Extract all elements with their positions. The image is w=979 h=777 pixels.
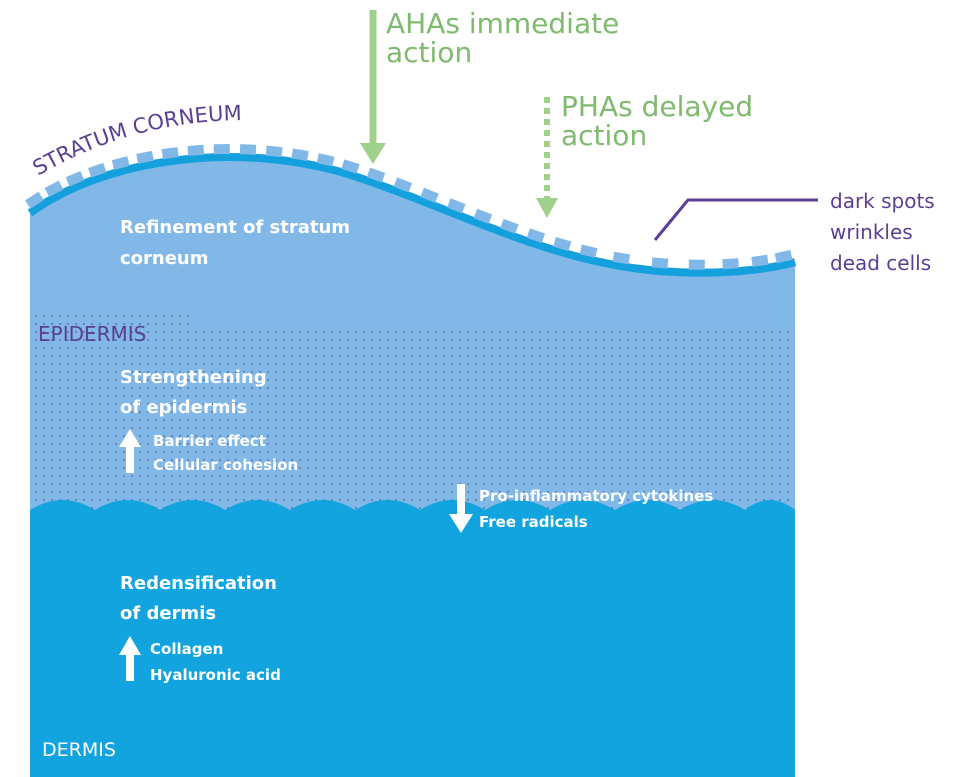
corneum-scale <box>265 145 283 158</box>
corneum-scale <box>651 257 669 269</box>
callout-line <box>653 198 818 241</box>
corneum-scale <box>500 218 519 234</box>
corneum-scale <box>446 198 466 214</box>
strengthening-line2: of epidermis <box>120 397 247 418</box>
redensification-line2: of dermis <box>120 603 216 624</box>
barrier-effect-text: Barrier effect <box>153 432 266 450</box>
corneum-scale <box>25 191 44 209</box>
corneum-scale <box>213 144 230 155</box>
corneum-scale <box>393 177 413 193</box>
corneum-scale <box>722 258 739 270</box>
corneum-scale <box>473 208 493 224</box>
corneum-scale <box>111 156 130 170</box>
aha-label-line2: action <box>386 36 472 69</box>
dermis-layer <box>30 500 795 777</box>
corneum-scale <box>44 180 64 197</box>
stratum-corneum-scales <box>25 144 793 270</box>
stratum-corneum-line <box>27 153 797 277</box>
corneum-scale <box>187 144 205 156</box>
pha-label-line1: PHAs delayed <box>561 90 753 123</box>
corneum-scale <box>688 259 705 270</box>
dermis-label: DERMIS <box>42 739 116 761</box>
corneum-scale <box>291 148 309 162</box>
hyaluronic-acid-text: Hyaluronic acid <box>150 666 281 684</box>
pro-inflammatory-text: Pro-inflammatory cytokines <box>479 487 713 505</box>
corneum-scale <box>579 244 598 258</box>
corneum-scale <box>161 147 179 160</box>
corneum-scale <box>136 150 154 164</box>
corneum-scale <box>316 153 335 167</box>
callout-item-dark-spots: dark spots <box>830 189 935 213</box>
cellular-cohesion-text: Cellular cohesion <box>153 456 298 474</box>
corneum-scale <box>774 249 793 264</box>
collagen-text: Collagen <box>150 640 223 658</box>
corneum-scale <box>751 254 769 267</box>
epidermis-dot-texture <box>30 312 795 520</box>
pha-arrow <box>536 97 558 218</box>
aha-arrow <box>360 10 386 164</box>
corneum-scale <box>420 187 439 203</box>
pha-label-line2: action <box>561 119 647 152</box>
corneum-scale <box>239 144 257 155</box>
down-arrow-icon <box>449 484 473 533</box>
refinement-line1: Refinement of stratum <box>120 217 350 238</box>
redensification-line1: Redensification <box>120 573 277 594</box>
aha-label-line1: AHAs immediate <box>386 7 619 40</box>
strengthening-line1: Strengthening <box>120 367 267 388</box>
corneum-scale <box>366 167 386 183</box>
corneum-scale <box>553 237 572 252</box>
corneum-scale <box>341 159 360 174</box>
corneum-scale <box>526 228 546 243</box>
free-radicals-text: Free radicals <box>479 513 588 531</box>
callout-item-dead-cells: dead cells <box>830 251 931 275</box>
epidermis-label: EPIDERMIS <box>38 322 146 346</box>
corneum-scale <box>88 162 107 178</box>
up-arrow-icon <box>119 636 141 681</box>
corneum-scale <box>65 171 85 187</box>
up-arrow-icon <box>119 429 141 473</box>
corneum-scale <box>612 251 631 265</box>
callout-item-wrinkles: wrinkles <box>830 220 913 244</box>
refinement-line2: corneum <box>120 248 209 269</box>
